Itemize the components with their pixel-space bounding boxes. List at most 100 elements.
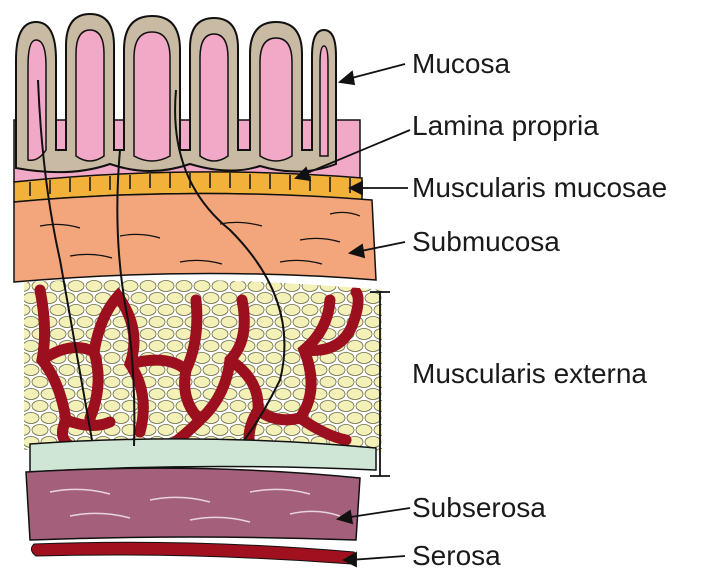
muscle-cell <box>320 401 336 412</box>
muscle-cell <box>374 305 390 316</box>
muscle-cell <box>320 377 336 388</box>
muscle-cell <box>347 413 363 424</box>
muscle-cell <box>374 281 390 292</box>
muscle-cell <box>203 317 219 328</box>
muscle-cell <box>212 281 228 292</box>
muscle-cell <box>356 377 372 388</box>
muscle-cell <box>284 329 300 340</box>
muscle-cell <box>23 365 39 376</box>
muscle-cell <box>14 377 30 388</box>
muscle-cell <box>50 329 66 340</box>
muscle-cell <box>167 317 183 328</box>
muscle-cell <box>203 341 219 352</box>
muscle-cell <box>203 365 219 376</box>
muscle-cell <box>68 401 84 412</box>
muscle-cell <box>212 425 228 436</box>
muscle-cell <box>329 413 345 424</box>
muscle-cell <box>104 329 120 340</box>
label-muscularis-externa: Muscularis externa <box>412 360 647 388</box>
label-mucosa: Mucosa <box>412 50 510 78</box>
muscle-cell <box>23 317 39 328</box>
muscle-cell <box>176 329 192 340</box>
muscle-cell <box>248 305 264 316</box>
muscle-cell <box>23 341 39 352</box>
label-subserosa: Subserosa <box>412 494 546 522</box>
muscle-cell <box>167 341 183 352</box>
muscle-cell <box>113 341 129 352</box>
muscle-cell <box>140 305 156 316</box>
muscle-cell <box>374 329 390 340</box>
muscle-cell <box>176 305 192 316</box>
muscle-cell <box>149 317 165 328</box>
muscle-cell <box>149 365 165 376</box>
muscle-cell <box>365 437 381 448</box>
muscle-cell <box>275 389 291 400</box>
green-layer <box>30 439 376 472</box>
muscle-cell <box>365 317 381 328</box>
muscle-cell <box>122 401 138 412</box>
muscle-cell <box>167 293 183 304</box>
muscle-cell <box>338 377 354 388</box>
muscle-cell <box>356 353 372 364</box>
muscle-cell <box>266 425 282 436</box>
muscle-cell <box>32 425 48 436</box>
muscle-cell <box>302 305 318 316</box>
muscle-cell <box>158 329 174 340</box>
muscle-cell <box>158 377 174 388</box>
muscle-cell <box>14 329 30 340</box>
muscle-cell <box>194 281 210 292</box>
label-muscularis-mucosae: Muscularis mucosae <box>412 174 667 202</box>
muscle-cell <box>14 305 30 316</box>
muscle-cell <box>212 329 228 340</box>
serosa-layer <box>31 542 356 564</box>
muscle-cell <box>284 281 300 292</box>
muscle-cell <box>149 293 165 304</box>
muscle-cell <box>194 377 210 388</box>
muscle-cell <box>248 281 264 292</box>
muscle-cell <box>23 389 39 400</box>
muscle-cell <box>365 389 381 400</box>
muscle-cell <box>158 401 174 412</box>
muscle-cell <box>167 413 183 424</box>
muscle-cell <box>158 425 174 436</box>
submucosa-layer <box>14 193 376 282</box>
muscle-cell <box>68 281 84 292</box>
muscle-cell <box>293 317 309 328</box>
muscle-cell <box>140 281 156 292</box>
muscle-cell <box>131 293 147 304</box>
muscle-cell <box>356 401 372 412</box>
muscle-cell <box>356 425 372 436</box>
muscle-cell <box>230 425 246 436</box>
muscle-cell <box>32 377 48 388</box>
muscle-cell <box>338 401 354 412</box>
muscle-cell <box>284 377 300 388</box>
muscle-cell <box>284 305 300 316</box>
label-submucosa: Submucosa <box>412 228 560 256</box>
muscle-cell <box>284 353 300 364</box>
muscle-cell <box>140 329 156 340</box>
muscle-cell <box>104 401 120 412</box>
muscle-cell <box>266 329 282 340</box>
muscle-cell <box>365 293 381 304</box>
muscle-cell <box>257 317 273 328</box>
muscle-cell <box>347 341 363 352</box>
muscle-cell <box>59 365 75 376</box>
muscle-cell <box>365 341 381 352</box>
muscle-cell <box>356 329 372 340</box>
muscle-cell <box>14 353 30 364</box>
muscle-cell <box>14 401 30 412</box>
muscle-cell <box>212 305 228 316</box>
muscle-cell <box>68 329 84 340</box>
muscle-cell <box>113 389 129 400</box>
muscle-cell <box>158 305 174 316</box>
muscle-cell <box>41 413 57 424</box>
muscle-cell <box>347 389 363 400</box>
muscle-cell <box>284 425 300 436</box>
label-lamina-propria: Lamina propria <box>412 112 599 140</box>
muscle-cell <box>104 377 120 388</box>
label-serosa: Serosa <box>412 542 501 570</box>
muscle-cell <box>158 281 174 292</box>
muscle-cell <box>248 353 264 364</box>
muscle-cell <box>257 341 273 352</box>
muscle-cell <box>347 365 363 376</box>
